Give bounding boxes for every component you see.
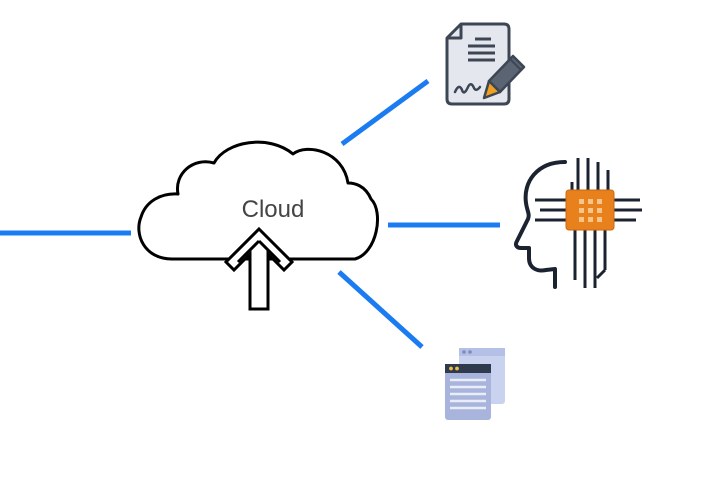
ai-head-chip-icon (513, 158, 642, 289)
head-outline (513, 160, 567, 289)
cloud-label: Cloud (242, 196, 305, 223)
browser-windows-icon (445, 348, 505, 420)
cloud-upload-icon: Cloud (137, 140, 379, 311)
signed-document-icon (445, 22, 526, 106)
cloud-outline (137, 140, 379, 261)
upload-arrow-icon (223, 226, 295, 311)
upload-arrow-inner (236, 239, 282, 264)
pen-icon (482, 54, 526, 100)
connector-to-windows (337, 270, 424, 349)
connector-to-document (340, 78, 430, 147)
